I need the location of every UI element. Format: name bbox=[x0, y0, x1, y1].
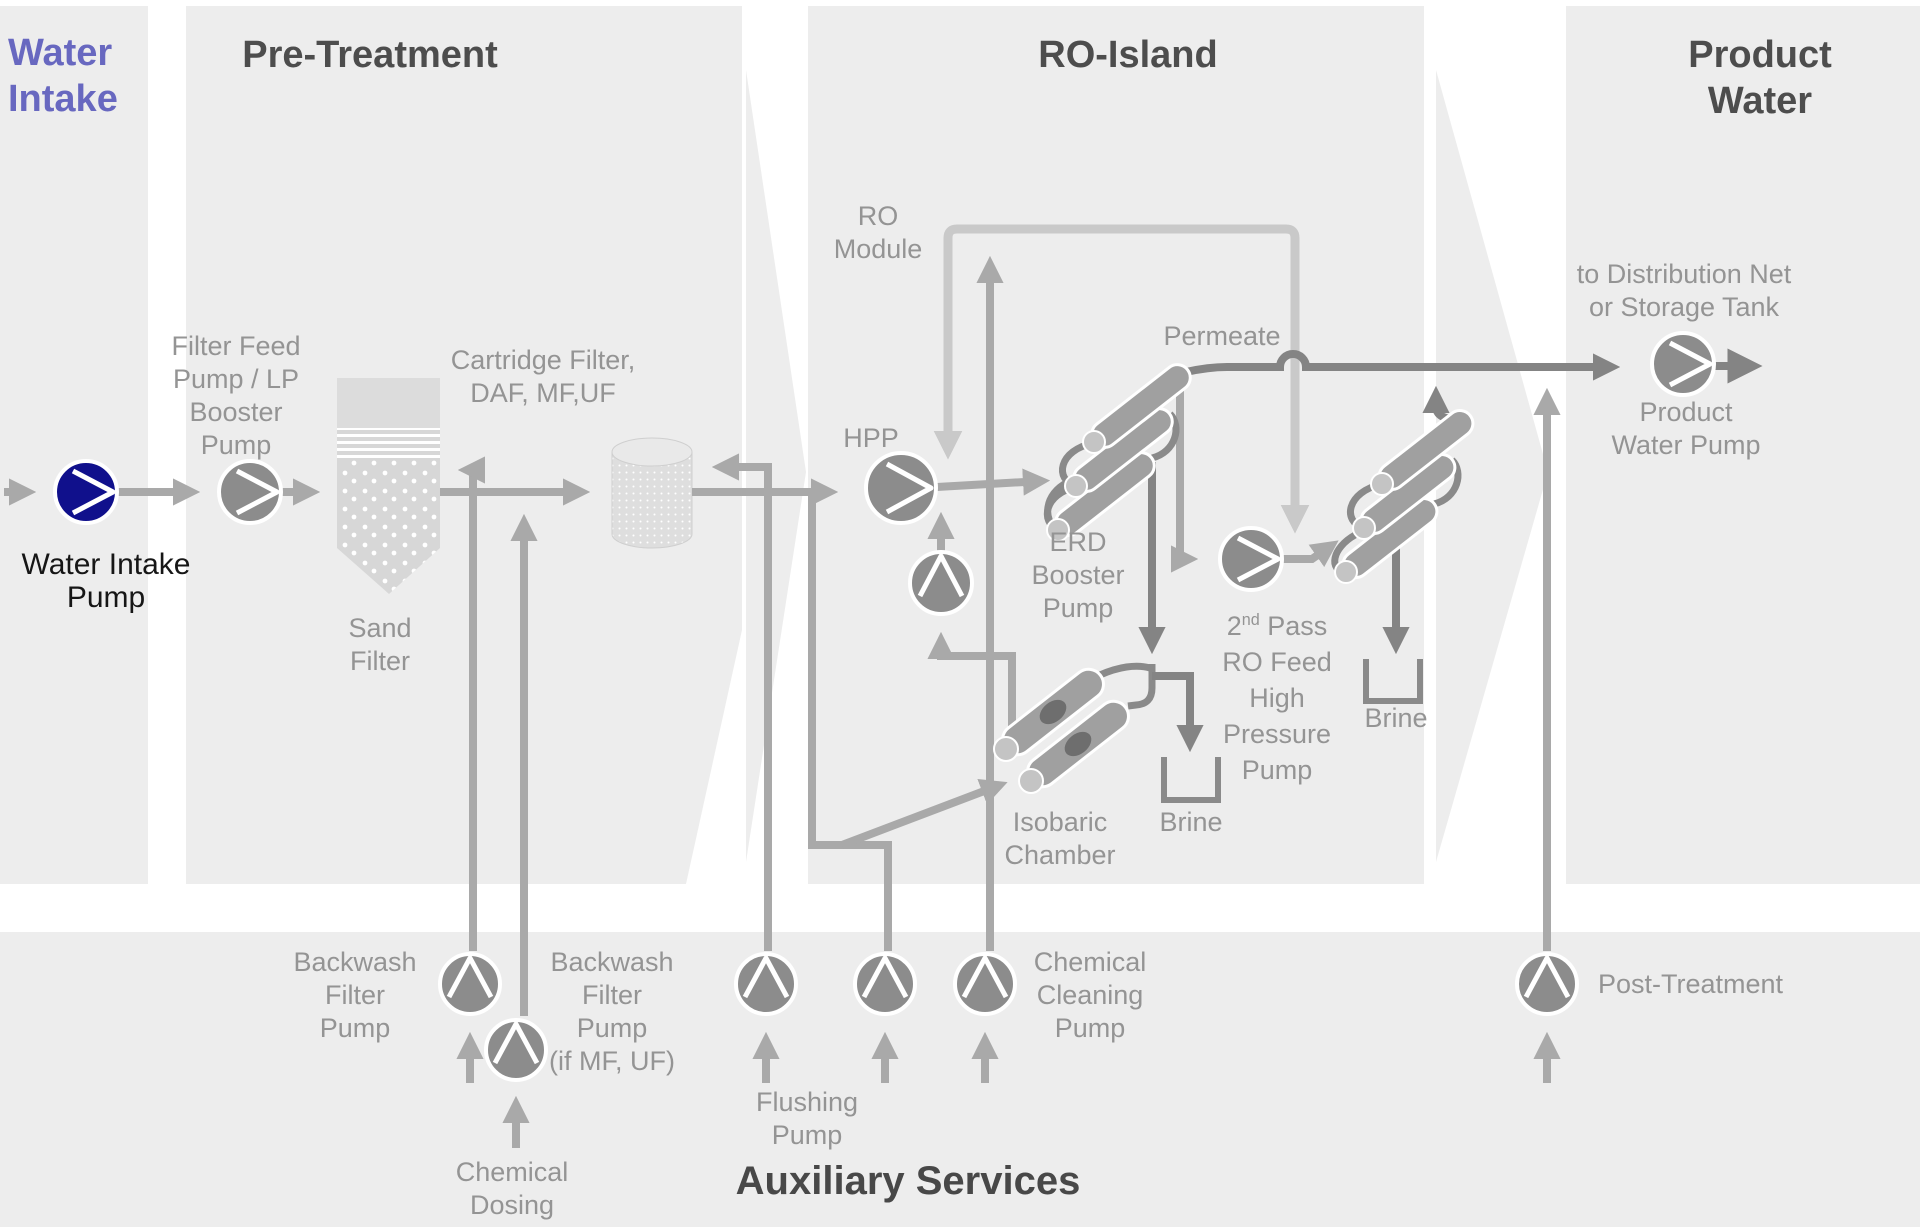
second-pass-base: 2 bbox=[1226, 611, 1242, 641]
section-title-water-intake: Water Intake bbox=[8, 32, 118, 120]
post-treatment-label: Post-Treatment bbox=[1598, 969, 1784, 999]
cip-loop-pipes bbox=[933, 224, 1310, 534]
chemical-dosing-pump-icon bbox=[484, 1018, 548, 1082]
hpp-pump-icon bbox=[864, 451, 938, 525]
permeate-label: Permeate bbox=[1163, 321, 1281, 351]
post-treatment-pump-icon bbox=[1515, 952, 1579, 1016]
panel-product-water bbox=[1566, 6, 1920, 884]
section-title-pre-treatment: Pre-Treatment bbox=[242, 34, 498, 76]
stage-arrow-1 bbox=[746, 70, 806, 862]
backwash-filter-pump-1-label: Backwash Filter Pump bbox=[293, 947, 417, 1043]
stage-arrow-2 bbox=[1436, 70, 1548, 862]
backwash-pump-1-icon bbox=[438, 952, 502, 1016]
to-distribution-label: to Distribution Net or Storage Tank bbox=[1576, 259, 1792, 322]
section-title-product-water: Product Water bbox=[1688, 34, 1832, 122]
sand-filter-label: Sand Filter bbox=[348, 613, 412, 676]
cartridge-filter-label: Cartridge Filter, DAF, MF,UF bbox=[450, 345, 636, 408]
backwash-filter-pump-2-label: Backwash Filter Pump (if MF, UF) bbox=[549, 947, 675, 1076]
water-intake-pump-icon bbox=[53, 459, 119, 525]
second-pass-sup: nd bbox=[1241, 611, 1260, 629]
erd-booster-pump-label: ERD Booster Pump bbox=[1031, 527, 1125, 623]
cartridge-filter-vessel bbox=[611, 437, 693, 549]
water-intake-pump-label: Water Intake Pump bbox=[21, 548, 191, 614]
brine-label-1: Brine bbox=[1159, 807, 1223, 837]
isobaric-chamber-vessel bbox=[993, 667, 1130, 794]
backwash-pump-2-icon bbox=[734, 952, 798, 1016]
hpp-label: HPP bbox=[843, 423, 899, 453]
isobaric-chamber-label: Isobaric Chamber bbox=[1004, 807, 1116, 870]
ro-membrane-module-pass1 bbox=[1046, 363, 1192, 542]
flushing-pump-icon bbox=[853, 952, 917, 1016]
section-title-ro-island: RO-Island bbox=[1038, 34, 1218, 76]
product-water-pump-label: Product Water Pump bbox=[1611, 397, 1761, 460]
erd-booster-pump-icon bbox=[908, 550, 974, 616]
second-pass-rest: Pass RO Feed High Pressure Pump bbox=[1222, 611, 1332, 785]
feed-pipes bbox=[4, 255, 1561, 1148]
panel-water-intake bbox=[0, 6, 148, 884]
chemical-cleaning-pump-label: Chemical Cleaning Pump bbox=[1033, 947, 1147, 1043]
chemical-dosing-label: Chemical Dosing bbox=[455, 1157, 569, 1220]
section-title-auxiliary-services: Auxiliary Services bbox=[735, 1159, 1081, 1203]
flushing-pump-label: Flushing Pump bbox=[755, 1087, 859, 1150]
second-pass-pump-icon bbox=[1218, 526, 1284, 592]
brine-label-2: Brine bbox=[1364, 703, 1428, 733]
stage-arrow-notch bbox=[686, 630, 742, 884]
filter-feed-pump-icon bbox=[217, 459, 283, 525]
ro-membrane-module-pass2 bbox=[1334, 409, 1475, 584]
sand-filter-vessel bbox=[337, 378, 440, 594]
product-water-pump-icon bbox=[1650, 331, 1716, 397]
chemical-cleaning-pump-icon bbox=[953, 952, 1017, 1016]
filter-feed-pump-label: Filter Feed Pump / LP Booster Pump bbox=[171, 331, 301, 460]
ro-module-label: RO Module bbox=[833, 201, 923, 264]
brine-drain-1 bbox=[1161, 757, 1221, 803]
brine-drain-2 bbox=[1363, 659, 1423, 704]
second-pass-pump-label: 2nd Pass RO Feed High Pressure Pump bbox=[1222, 602, 1332, 788]
